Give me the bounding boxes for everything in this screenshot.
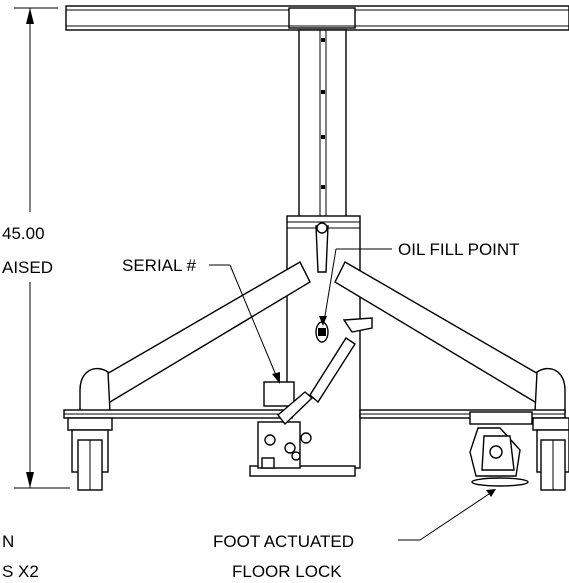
dimension-value-label: 45.00 [2, 224, 45, 243]
pump-assembly [249, 317, 373, 477]
left-caster [67, 417, 113, 491]
leader-oil-fill [319, 248, 392, 326]
floor-lock-label-line2: FLOOR LOCK [232, 562, 342, 581]
floor-lock [469, 411, 533, 487]
right-caster [532, 417, 569, 491]
dimension-note-label: AISED [2, 258, 53, 277]
leader-floor-lock [398, 489, 496, 541]
height-dimension [14, 7, 70, 489]
left-leg [63, 261, 311, 419]
oil-fill-handle [315, 222, 329, 343]
serial-label: SERIAL # [122, 256, 197, 275]
right-leg [334, 261, 566, 419]
bottom-left-label-line1: N [2, 532, 14, 551]
table-top [65, 5, 569, 31]
floor-lock-label-line1: FOOT ACTUATED [213, 532, 354, 551]
bottom-left-label-line2: S X2 [2, 562, 39, 581]
leader-serial [209, 264, 280, 384]
oil-fill-label: OIL FILL POINT [398, 240, 520, 259]
